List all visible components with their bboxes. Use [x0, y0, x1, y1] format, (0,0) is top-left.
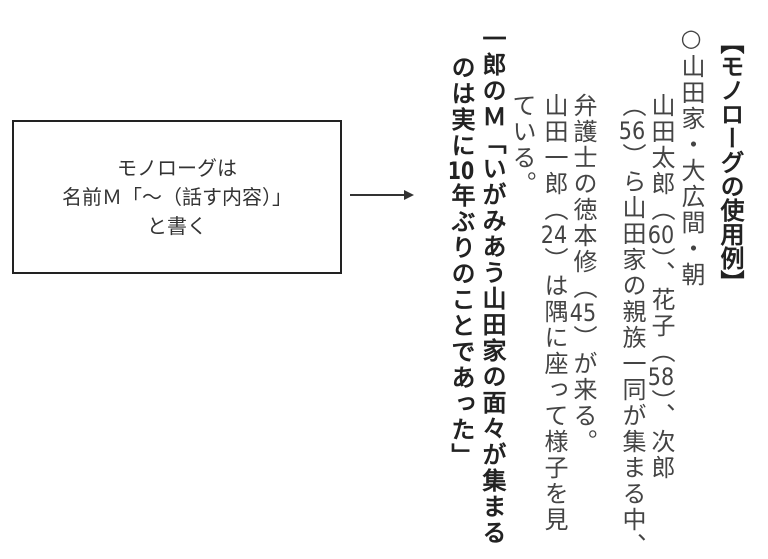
note-box: モノローグは 名前Ｍ「～（話す内容）」 と書く — [12, 120, 342, 274]
section-title: 【モノローグの使用例】 — [716, 30, 744, 294]
monologue-line: 一郎のＭ「いがみあう山田家の面々が集まる — [478, 26, 506, 546]
action-line: ている。 — [508, 93, 536, 197]
arrow-head-icon — [404, 190, 414, 200]
scene-heading: ○山田家・大広間・朝 — [677, 24, 705, 288]
action-line: （56）ら山田家の親族一同が集まる中、 — [618, 93, 646, 559]
action-line: 弁護士の徳本修（45）が来る。 — [569, 93, 597, 455]
monologue-line: のは実に10年ぶりのことであった」 — [447, 55, 475, 469]
note-line: モノローグは — [117, 155, 237, 180]
note-line: 名前Ｍ「～（話す内容）」 — [62, 184, 292, 209]
action-line: 山田一郎（24）は隅に座って様子を見 — [540, 93, 568, 533]
arrow-line — [350, 194, 406, 196]
note-line: と書く — [147, 213, 207, 238]
action-line: 山田太郎（60）、花子（58）、次郎 — [647, 93, 675, 481]
